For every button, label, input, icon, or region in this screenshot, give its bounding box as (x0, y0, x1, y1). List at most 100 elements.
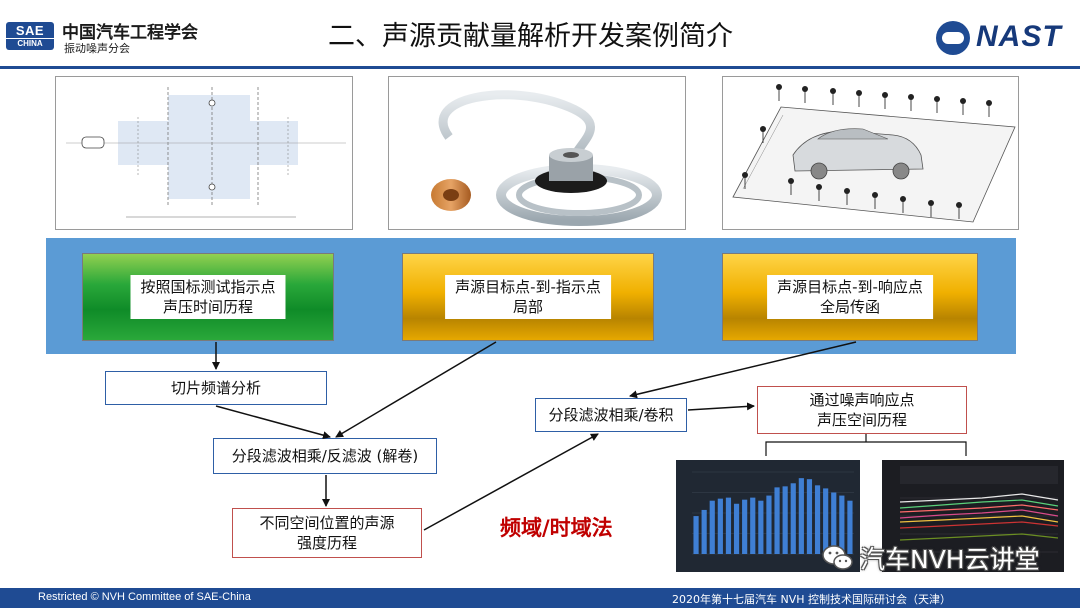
microphone-icon (856, 90, 862, 96)
line-series-3 (899, 504, 1059, 513)
bar-chart-bars (693, 478, 853, 554)
bar (847, 500, 853, 554)
line-series-7 (899, 533, 1059, 541)
car-window (817, 128, 889, 140)
test-layout-figure (66, 87, 346, 218)
line-series-5 (899, 515, 1059, 523)
bar (766, 495, 772, 554)
sensor-port-icon (563, 152, 579, 158)
segment-filter-conv-box: 分段滤波相乘/卷积 (535, 398, 687, 432)
car-body-icon (792, 130, 924, 172)
bar (717, 498, 723, 554)
vehicle-icon (81, 136, 105, 149)
response-pressure-line2: 声压空间历程 (816, 411, 907, 429)
bar (758, 500, 764, 554)
source-to-indicator-line2: 局部 (512, 298, 544, 316)
bar (733, 503, 740, 554)
bar (782, 486, 788, 554)
line-series-2 (899, 499, 1059, 509)
header-divider (0, 66, 1080, 69)
microphone-icon (956, 202, 962, 208)
source-strength-line1: 不同空间位置的声源 (259, 514, 395, 532)
logo-text-china: CHINA (6, 38, 54, 48)
bar (839, 495, 845, 554)
nast-emblem-icon (936, 21, 970, 55)
left-microphone-icon (208, 99, 216, 107)
organization-name: 中国汽车工程学会 (62, 23, 198, 43)
line-series-6 (899, 521, 1059, 529)
nast-logo-text: NAST (976, 20, 1062, 53)
source-to-response-line2: 全局传函 (819, 298, 881, 316)
measurement-zone (168, 95, 250, 199)
microphone-icon (844, 188, 850, 194)
microphone-icon (900, 196, 906, 202)
microphone-icon (760, 126, 766, 132)
watermark-text: 汽车NVH云讲堂 (860, 545, 1040, 574)
right-microphone-icon (208, 183, 216, 191)
gb-indicator-line2: 声压时间历程 (162, 298, 254, 316)
arrow-gold1-to-filter (335, 341, 497, 438)
bar (806, 479, 813, 554)
bar (790, 483, 796, 554)
line-chart-legend (900, 466, 1058, 484)
microphone-icon (934, 96, 940, 102)
bar (798, 478, 804, 554)
microphone-icon (830, 88, 836, 94)
microphone-icon (742, 172, 748, 178)
test-layout-drawing (55, 76, 353, 230)
microphone-icon (986, 100, 992, 106)
source-to-response-label: 声源目标点-到-响应点 全局传函 (767, 275, 933, 319)
copper-coil-center (443, 189, 459, 201)
microphone-icon (788, 178, 794, 184)
line-series-4 (899, 509, 1059, 519)
source-to-response-line1: 声源目标点-到-响应点 (777, 278, 923, 296)
bar (709, 500, 715, 554)
footer-copyright: Restricted © NVH Committee of SAE-China (38, 591, 251, 603)
response-pressure-history-box: 通过噪声响应点 声压空间历程 (757, 386, 967, 434)
source-strength-history-box: 不同空间位置的声源 强度历程 (232, 508, 422, 558)
bar (693, 516, 699, 554)
microphone-icon (776, 84, 782, 90)
car-wheel-rear (892, 162, 910, 180)
method-label: 频域/时域法 (500, 516, 613, 540)
line-chart-panel (882, 460, 1064, 572)
microphone-icon (960, 98, 966, 104)
sensor-illustration (431, 90, 662, 226)
logo-text-sae: SAE (15, 23, 45, 38)
source-to-response-box: 声源目标点-到-响应点 全局传函 (722, 253, 978, 341)
organization-branch: 振动噪声分会 (64, 42, 130, 55)
bar (774, 487, 780, 554)
page-title: 二、声源贡献量解析开发案例简介 (328, 21, 733, 52)
bar (750, 497, 756, 554)
line-series-1 (899, 493, 1059, 503)
array-illustration (732, 84, 1016, 223)
slide-footer: Restricted © NVH Committee of SAE-China … (0, 588, 1080, 608)
microphone-icon (928, 200, 934, 206)
slice-spectrum-box: 切片频谱分析 (105, 371, 327, 405)
car-wheel-front (810, 162, 828, 180)
vehicle-microphone-array-drawing (722, 76, 1019, 230)
arrow-conv-to-response (687, 402, 755, 411)
source-to-indicator-box: 声源目标点-到-指示点 局部 (402, 253, 654, 341)
gb-indicator-point-label: 按照国标测试指示点 声压时间历程 (130, 275, 286, 319)
source-to-indicator-label: 声源目标点-到-指示点 局部 (445, 275, 611, 319)
source-to-indicator-line1: 声源目标点-到-指示点 (455, 278, 601, 296)
wechat-icon (820, 540, 856, 576)
bar (742, 499, 748, 554)
microphone-icon (872, 192, 878, 198)
bar (823, 488, 829, 554)
nast-logo: NAST (936, 20, 1070, 56)
bar (701, 509, 707, 554)
source-strength-line2: 强度历程 (296, 534, 357, 552)
microphone-icon (882, 92, 888, 98)
arrow-slice-to-filter (215, 405, 331, 440)
microphone-icon (816, 184, 822, 190)
bar (814, 485, 821, 554)
microphone-icon (908, 94, 914, 100)
slide-header (0, 0, 1080, 66)
sound-source-sensor-photo (388, 76, 686, 230)
footer-conference: 2020年第十七届汽车 NVH 控制技术国际研讨会（天津） (672, 593, 952, 606)
bar-chart (692, 471, 854, 555)
gb-indicator-point-box: 按照国标测试指示点 声压时间历程 (82, 253, 334, 341)
wechat-glyph (822, 545, 853, 570)
